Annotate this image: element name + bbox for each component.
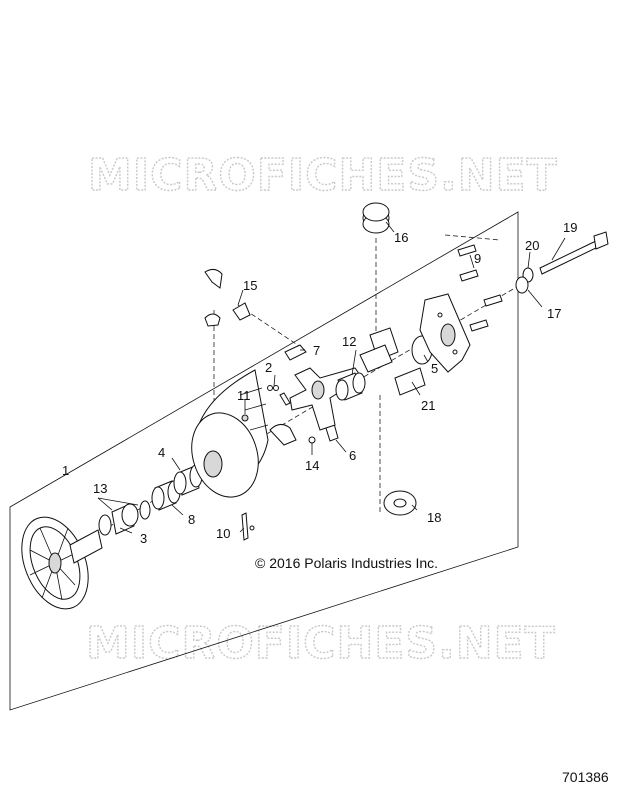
copyright-notice: © 2016 Polaris Industries Inc. — [255, 555, 438, 571]
callout-11: 11 — [237, 388, 251, 403]
watermark-bottom: MICROFICHES.NET — [86, 618, 556, 669]
bushing-icon — [98, 500, 151, 536]
callout-18: 18 — [427, 510, 441, 525]
callout-labels: 1 2 3 4 5 6 7 8 9 10 11 12 13 14 15 16 1… — [62, 220, 577, 546]
callout-21: 21 — [421, 398, 435, 413]
screw-11 — [241, 414, 249, 422]
callout-8: 8 — [188, 512, 195, 527]
axis-9 — [444, 234, 501, 241]
washer-icon — [151, 464, 203, 511]
callout-2: 2 — [265, 360, 272, 375]
callout-19: 19 — [563, 220, 577, 235]
leader-lines — [97, 221, 566, 534]
callout-13: 13 — [93, 481, 107, 496]
weight-icon — [269, 344, 339, 446]
callout-3: 3 — [140, 531, 147, 546]
washer-18 — [383, 490, 417, 516]
assembly-frame — [9, 211, 519, 711]
callout-20: 20 — [525, 238, 539, 253]
callout-10: 10 — [216, 526, 230, 541]
spring-icon — [362, 202, 390, 234]
callout-15: 15 — [243, 278, 257, 293]
callout-1: 1 — [62, 463, 69, 478]
callout-17: 17 — [547, 306, 561, 321]
callout-16: 16 — [394, 230, 408, 245]
weight-15 — [204, 268, 251, 327]
callout-5: 5 — [431, 361, 438, 376]
callout-6: 6 — [349, 448, 356, 463]
bolt-19 — [515, 231, 609, 294]
callout-7: 7 — [313, 343, 320, 358]
pin-2 — [267, 385, 291, 406]
callout-14: 14 — [305, 458, 319, 473]
callout-4: 4 — [158, 445, 165, 460]
callout-9: 9 — [474, 251, 481, 266]
clutch-sheave-icon — [21, 516, 103, 610]
axis-7 — [237, 304, 306, 351]
bolt-icon — [241, 512, 255, 541]
roller-icon — [335, 372, 366, 401]
movable-sheave-icon — [191, 369, 269, 498]
callout-12: 12 — [342, 334, 356, 349]
figure-number: 701386 — [562, 769, 609, 785]
cover-plate-icon — [419, 293, 471, 373]
bolt-9 — [457, 244, 503, 332]
watermark-top: MICROFICHES.NET — [88, 150, 558, 201]
roller-arm-icon — [359, 327, 426, 396]
